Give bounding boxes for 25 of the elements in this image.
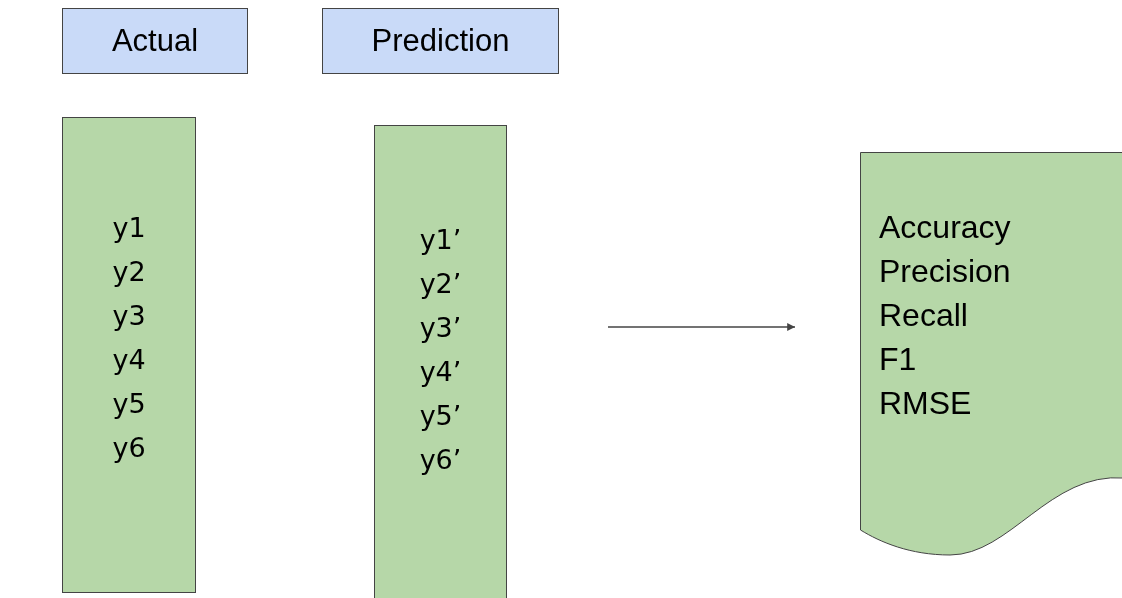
header-box xyxy=(62,8,248,74)
metric-label: Recall xyxy=(879,296,968,335)
metric-label: F1 xyxy=(879,340,917,379)
value-label: y3’ xyxy=(419,311,462,345)
column-box xyxy=(374,125,507,598)
metric-label: Accuracy xyxy=(879,208,1011,247)
value-label: y5’ xyxy=(419,399,462,433)
value-label: y6 xyxy=(112,431,146,465)
header-label: Prediction xyxy=(371,23,510,59)
column-box xyxy=(62,117,196,593)
value-label: y3 xyxy=(112,299,146,333)
metric-label: Precision xyxy=(879,252,1011,291)
value-label: y2 xyxy=(112,255,146,289)
header-label: Actual xyxy=(111,23,199,59)
value-label: y5 xyxy=(112,387,146,421)
value-label: y1 xyxy=(112,211,146,245)
header-box xyxy=(322,8,559,74)
value-label: y2’ xyxy=(419,267,462,301)
value-label: y6’ xyxy=(419,443,462,477)
document-shape xyxy=(860,152,1122,556)
arrow xyxy=(607,323,796,331)
value-label: y4 xyxy=(112,343,146,377)
value-label: y4’ xyxy=(419,355,462,389)
metric-label: RMSE xyxy=(879,384,972,423)
value-label: y1’ xyxy=(419,223,462,257)
